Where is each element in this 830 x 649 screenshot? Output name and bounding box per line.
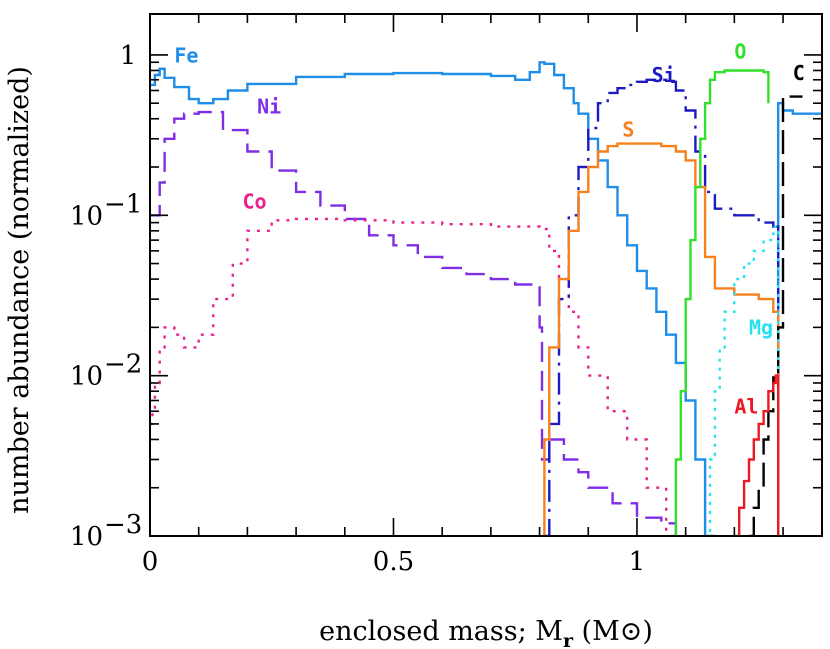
series-label-al: Al (734, 395, 758, 419)
axis-ticks (149, 14, 822, 537)
x-tick-label: 0.5 (373, 547, 414, 577)
y-tick-label-exponent: −2 (104, 350, 142, 380)
series-label-si: Si (652, 63, 676, 87)
series-line-ni (150, 110, 687, 536)
y-axis-title: number abundance (normalized) (4, 66, 35, 514)
series-label-ni: Ni (257, 95, 281, 119)
series-line-s (542, 142, 780, 536)
y-tick-label: 10 (70, 201, 103, 231)
y-tick-label-exponent: −3 (104, 510, 142, 540)
y-tick-label: 10 (70, 362, 103, 392)
series-line-si (544, 78, 780, 536)
plot-lines (150, 61, 822, 536)
series-label-o: O (734, 40, 746, 64)
y-tick-label: 10 (70, 522, 103, 552)
series-label-s: S (622, 117, 634, 141)
series-label-co: Co (243, 190, 267, 214)
series-label-mg: Mg (749, 316, 773, 340)
series-line-al (734, 374, 780, 536)
y-tick-label-exponent: −1 (104, 189, 142, 219)
series-line-mg (705, 225, 780, 536)
series-line-fe (150, 61, 822, 536)
series-line-o (671, 69, 770, 536)
series-label-c: C (793, 61, 805, 85)
series-label-fe: Fe (174, 43, 198, 67)
x-tick-label: 0 (142, 547, 159, 577)
y-tick-label: 1 (120, 41, 137, 71)
x-axis-title: enclosed mass; Mr (M⊙) (319, 616, 653, 649)
plot-frame (149, 13, 823, 537)
x-tick-label: 1 (629, 547, 646, 577)
